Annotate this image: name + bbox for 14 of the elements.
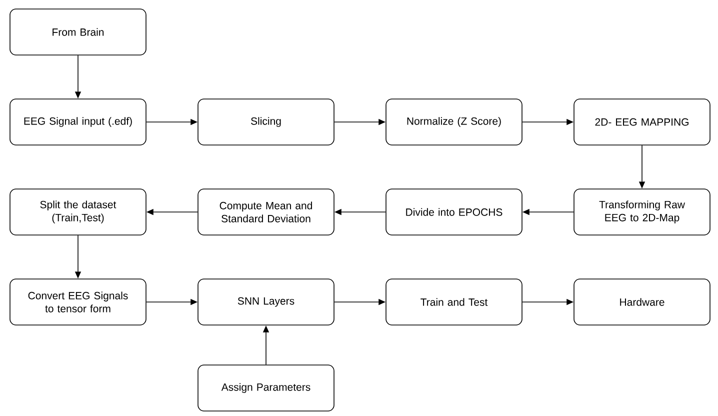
process-box: SNN Layers [198,278,334,326]
process-box: Slicing [198,98,334,146]
process-box: Train and Test [386,278,522,326]
process-box: Hardware [574,278,710,326]
process-box: Assign Parameters [198,364,334,412]
process-box: Compute Mean and Standard Deviation [198,188,334,236]
process-box: Normalize (Z Score) [386,98,522,146]
process-box: EEG Signal input (.edf) [10,98,146,146]
process-box: 2D- EEG MAPPING [574,98,710,146]
process-box: Divide into EPOCHS [386,188,522,236]
process-box: Convert EEG Signals to tensor form [10,278,146,326]
process-box: Split the dataset (Train,Test) [10,188,146,236]
process-box: Transforming Raw EEG to 2D-Map [574,188,710,236]
process-box: From Brain [10,8,146,56]
